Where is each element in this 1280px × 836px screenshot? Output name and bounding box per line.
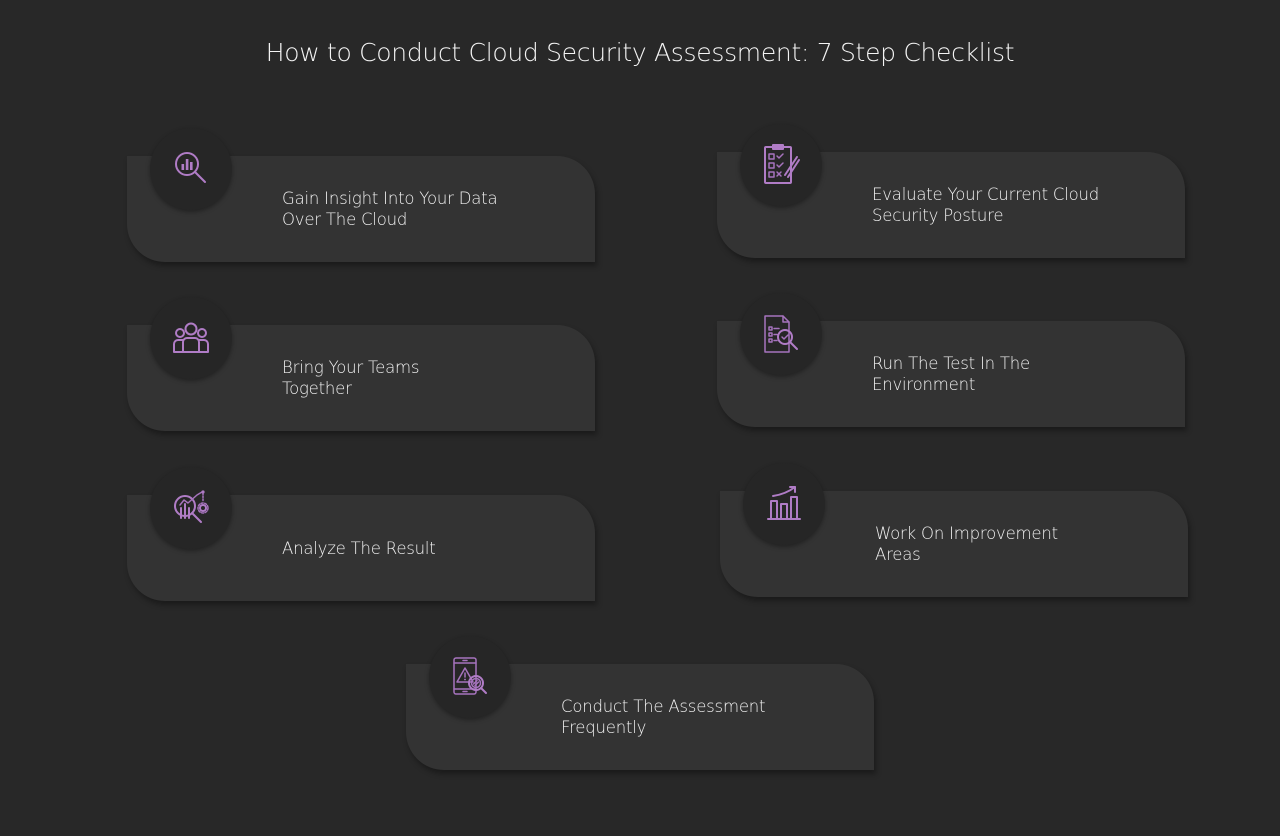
document-inspect-icon bbox=[764, 315, 798, 353]
mobile-warning-scan-icon bbox=[453, 657, 487, 695]
team-icon bbox=[173, 322, 209, 353]
step-icon-circle-2 bbox=[740, 124, 822, 206]
step-label: Analyze The Result bbox=[282, 538, 436, 558]
analytics-magnifier-gear-icon bbox=[174, 490, 209, 523]
page-title: How to Conduct Cloud Security Assessment… bbox=[265, 38, 1015, 67]
step-icon-circle-4 bbox=[740, 293, 822, 375]
step-icon-circle-3 bbox=[150, 297, 232, 379]
step-icon-circle-1 bbox=[150, 128, 232, 210]
step-icon-circle-5 bbox=[150, 467, 232, 549]
step-icon-circle-6 bbox=[743, 463, 825, 545]
clipboard-checklist-icon bbox=[764, 144, 800, 184]
step-icon-circle-7 bbox=[429, 636, 511, 718]
magnifier-chart-icon bbox=[175, 152, 206, 183]
growth-bar-chart-icon bbox=[767, 486, 801, 520]
